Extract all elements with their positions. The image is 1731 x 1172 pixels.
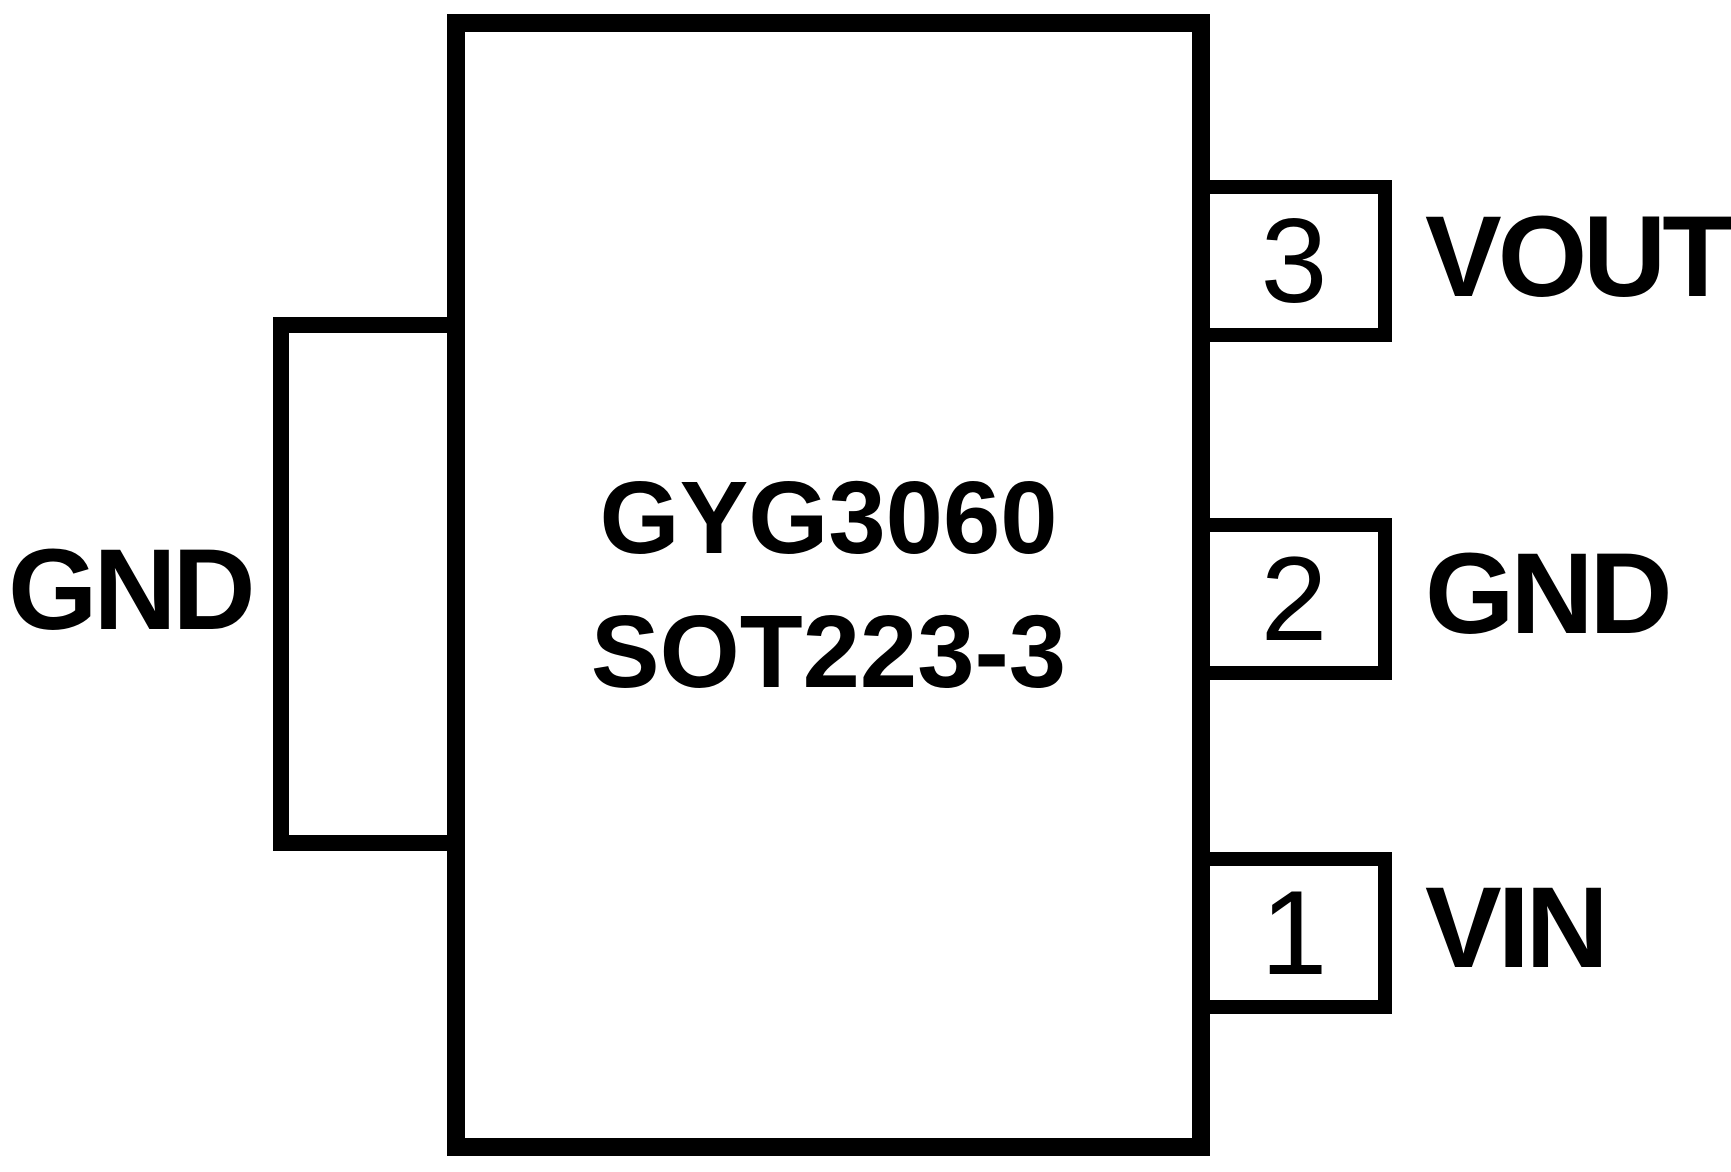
pin-3-label: VOUT <box>1425 193 1731 321</box>
pin-1-label: VIN <box>1425 864 1609 992</box>
pin-2-label: GND <box>1425 530 1673 658</box>
chip-part-number: GYG3060 <box>599 460 1058 575</box>
chip-body: GYG3060 SOT223-3 <box>447 14 1210 1156</box>
pin-1-box: 1 <box>1196 852 1392 1014</box>
pin-1-number: 1 <box>1260 866 1328 1000</box>
pin-3-number: 3 <box>1260 194 1328 328</box>
pin-2-box: 2 <box>1196 518 1392 680</box>
gnd-tab-label: GND <box>8 526 256 654</box>
pin-3-box: 3 <box>1196 180 1392 342</box>
pin-2-number: 2 <box>1260 532 1328 666</box>
gnd-tab <box>273 317 465 851</box>
chip-package-name: SOT223-3 <box>590 594 1067 709</box>
